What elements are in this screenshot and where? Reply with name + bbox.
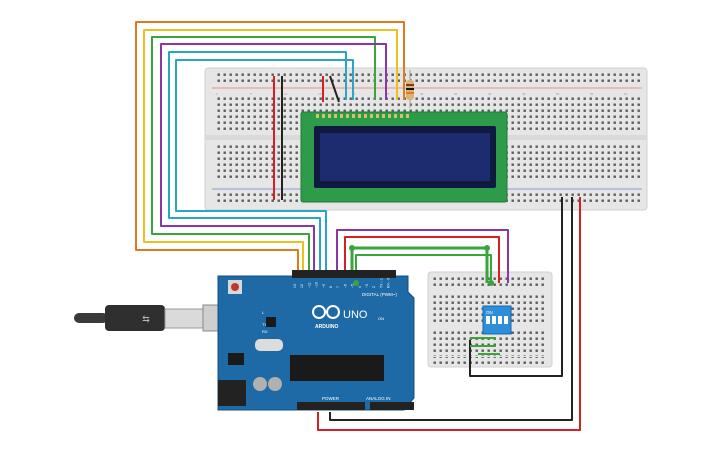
wire-green <box>151 36 376 272</box>
power-label: POWER <box>322 396 340 401</box>
usb-cable: ⇆ <box>74 304 230 332</box>
rx-label: RX <box>262 329 268 334</box>
wire-green-sw <box>355 254 492 283</box>
digital-pin-label: 7 <box>336 286 340 288</box>
wire-purple-switch-1 <box>336 229 509 283</box>
column-number: 30 <box>420 92 424 96</box>
regulator <box>228 353 244 365</box>
column-number: 5 <box>250 92 252 96</box>
dip-on-label: ON <box>486 310 493 315</box>
digital-pin-label: 2 <box>372 286 376 288</box>
wire-red-switch <box>344 236 500 283</box>
wire-red-5v <box>317 197 581 431</box>
lcd-pin <box>406 114 409 118</box>
analog-header <box>370 402 414 410</box>
lcd-pin <box>394 114 397 118</box>
analog-label: ANALOG IN <box>366 396 391 401</box>
digital-header <box>292 270 396 278</box>
lcd-pin <box>334 114 337 118</box>
lcd-pin <box>346 114 349 118</box>
model-label: UNO <box>343 309 368 321</box>
column-number: 1 <box>216 92 218 96</box>
digital-pin-label: 13 <box>293 284 297 288</box>
arduino-logo <box>312 305 340 319</box>
column-number: 50 <box>556 92 560 96</box>
lcd-pin <box>388 114 391 118</box>
column-number: 45 <box>522 92 526 96</box>
column-number: 55 <box>590 92 594 96</box>
small-chip <box>266 317 276 327</box>
lcd-16x2 <box>300 111 508 203</box>
column-number: 10 <box>284 92 288 96</box>
digital-pin-label: ~9 <box>322 284 326 288</box>
wires <box>135 21 581 431</box>
dip-switch[interactable]: ON <box>470 305 512 355</box>
crystal <box>255 339 283 351</box>
digital-pin-label: 8 <box>329 286 333 288</box>
lcd-pin <box>364 114 367 118</box>
lcd-pin <box>328 114 331 118</box>
digital-pin-label: ~10 <box>315 282 319 288</box>
wire-yellow <box>143 29 398 272</box>
digital-pin-label: ~11 <box>307 282 311 288</box>
lcd-pin <box>382 114 385 118</box>
switch-3[interactable] <box>498 316 502 324</box>
digital-pin-label: RX←0 <box>387 278 391 288</box>
arduino-uno: DIGITAL (PWM~) ARDUINO UNO L TX RX ON PO… <box>217 270 415 411</box>
lcd-pin <box>400 114 403 118</box>
switch-2[interactable] <box>492 316 496 324</box>
column-number: 15 <box>318 92 322 96</box>
lcd-pin <box>340 114 343 118</box>
wire-green-bridge <box>350 246 489 283</box>
small-breadboard <box>427 271 553 368</box>
lcd-pin <box>370 114 373 118</box>
top-power-rail <box>214 73 640 85</box>
l-label: L <box>262 310 265 315</box>
logo-text: ARDUINO <box>315 324 338 330</box>
digital-pin-label: ~6 <box>343 284 347 288</box>
lcd-pin <box>352 114 355 118</box>
digital-pin-label: 4 <box>358 286 362 288</box>
lcd-pin-header <box>316 114 409 118</box>
digital-label: DIGITAL (PWM~) <box>362 292 397 297</box>
switch-1[interactable] <box>486 316 490 324</box>
wire-orange <box>135 21 405 272</box>
power-header <box>297 402 365 410</box>
digital-pin-label: TX→1 <box>379 278 383 288</box>
wire-black-switch <box>469 197 563 377</box>
lcd-screen <box>320 133 490 181</box>
tx-label: TX <box>262 322 267 327</box>
digital-pin-label: ~3 <box>365 284 369 288</box>
digital-pin-label: 12 <box>300 284 304 288</box>
column-number: 40 <box>488 92 492 96</box>
column-number: 25 <box>386 92 390 96</box>
on-label: ON <box>378 316 384 321</box>
junction-dots <box>349 245 494 286</box>
capacitor-1 <box>253 377 267 391</box>
lcd-pin <box>358 114 361 118</box>
usb-icon: ⇆ <box>142 314 150 324</box>
wire-cyan-2 <box>175 59 354 272</box>
lcd-pin <box>316 114 319 118</box>
lcd-pin <box>322 114 325 118</box>
column-number: 60 <box>624 92 628 96</box>
capacitor-2 <box>268 377 282 391</box>
lcd-pin <box>376 114 379 118</box>
column-number: 35 <box>454 92 458 96</box>
wire-black-gnd <box>329 197 573 421</box>
switch-4[interactable] <box>504 316 508 324</box>
wire-purple <box>160 43 387 272</box>
wire-black-lcd <box>329 75 340 103</box>
power-jack <box>218 380 246 406</box>
digital-pin-label: ~5 <box>351 284 355 288</box>
resistor <box>406 70 414 108</box>
atmega-chip <box>290 355 384 381</box>
